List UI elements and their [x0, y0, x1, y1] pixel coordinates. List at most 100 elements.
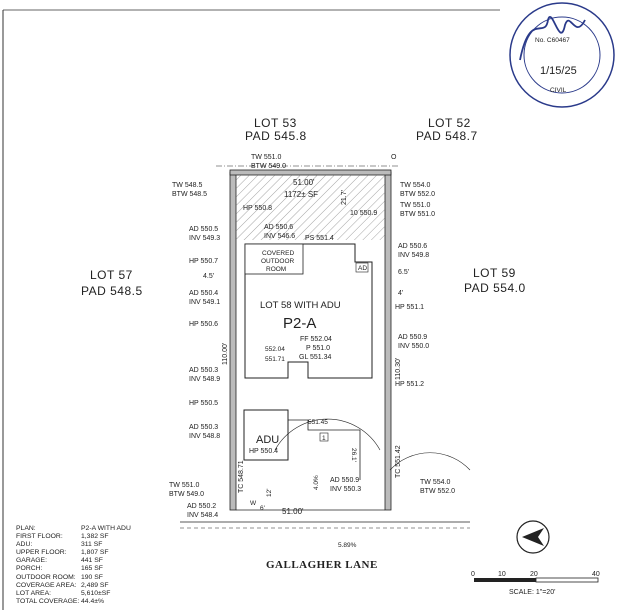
finish-floor: FF 552.04	[300, 336, 332, 343]
lot59-pad: PAD 554.0	[464, 281, 526, 295]
box-elev-label: 551.45	[308, 419, 328, 426]
adu-label: ADU	[256, 434, 279, 446]
svg-text:BTW 552.0: BTW 552.0	[420, 488, 455, 495]
engineer-stamp: No. C60467 CIVIL 1/15/25	[509, 2, 615, 108]
svg-text:AD 550.3: AD 550.3	[189, 367, 218, 374]
street-name: GALLAGHER LANE	[266, 559, 378, 571]
covered-label-3: ROOM	[266, 266, 286, 273]
svg-text:HP 551.1: HP 551.1	[395, 304, 424, 311]
rear-yard-depth: 21.7'	[341, 190, 348, 205]
covered-label-1: COVERED	[262, 250, 294, 257]
adu-hp: HP 550.4	[249, 448, 278, 455]
scale-40: 40	[592, 571, 600, 578]
setback-right: 6.5'	[398, 269, 409, 276]
lot59-name: LOT 59	[473, 266, 516, 280]
left-depth: 110.00'	[222, 343, 229, 365]
scale-label: SCALE: 1"=20'	[509, 589, 555, 596]
svg-text:AD 550.9: AD 550.9	[330, 477, 359, 484]
svg-text:INV 549.1: INV 549.1	[189, 299, 220, 306]
rear-yard-hp: HP 550.8	[243, 205, 272, 212]
summary-row: FIRST FLOOR:1,382 SF	[16, 533, 109, 541]
top-r550: 10 550.9	[350, 210, 377, 217]
svg-text:BTW 548.5: BTW 548.5	[172, 191, 207, 198]
summary-row: TOTAL COVERAGE:44.4±%	[16, 597, 105, 605]
summary-row: ADU:311 SF	[16, 541, 103, 549]
house-footprint: COVERED OUTDOOR ROOM AD LOT 58 WITH ADU …	[244, 243, 373, 379]
covered-label-2: OUTDOOR	[261, 258, 295, 265]
pad-elev: P 551.0	[306, 345, 330, 352]
garage-level: GL 551.34	[299, 354, 332, 361]
svg-text:INV 550.3: INV 550.3	[330, 486, 361, 493]
plan-code: P2-A	[283, 315, 316, 332]
front-w: W	[250, 500, 257, 507]
stamp-number: No. C60467	[535, 37, 570, 44]
top-inv-in: INV 546.6	[264, 233, 295, 240]
svg-text:TW 554.0: TW 554.0	[400, 182, 430, 189]
stamp-civil: CIVIL	[550, 87, 567, 94]
lot53-name: LOT 53	[254, 116, 297, 130]
front-width: 51.00'	[282, 507, 304, 516]
drive-length: 26.1'	[350, 448, 357, 462]
svg-text:AD 550.6: AD 550.6	[398, 243, 427, 250]
adu-building: ADU HP 550.4	[243, 409, 289, 461]
summary-row: PORCH:165 SF	[16, 565, 103, 573]
box-1-label: 1	[322, 435, 326, 442]
front-12: 12'	[266, 489, 273, 497]
svg-text:AD 550.4: AD 550.4	[189, 290, 218, 297]
summary-row: GARAGE:441 SF	[16, 557, 103, 565]
summary-row: PLAN:P2-A WITH ADU	[16, 525, 131, 532]
street: 5.89% GALLAGHER LANE	[180, 521, 470, 571]
rear-yard-area: 1172± SF	[284, 190, 318, 199]
svg-text:BTW 551.0: BTW 551.0	[400, 211, 435, 218]
scale-0: 0	[471, 571, 475, 578]
stamp-date: 1/15/25	[540, 65, 577, 77]
front-yard: 1 551.45 26.1' 4.0% 51.00' 12' 6' W	[236, 418, 471, 516]
rear-yard: 51.00' 1172± SF HP 550.8 21.7'	[236, 175, 385, 240]
summary-row: UPPER FLOOR:1,807 SF	[16, 549, 109, 557]
svg-text:HP 551.2: HP 551.2	[395, 381, 424, 388]
svg-text:TW 551.0: TW 551.0	[169, 482, 199, 489]
elev-small-2: 551.71	[265, 356, 285, 363]
front-6: 6'	[260, 505, 265, 512]
svg-text:HP 550.5: HP 550.5	[189, 400, 218, 407]
lot52-name: LOT 52	[428, 116, 471, 130]
right-callouts: TW 554.0 BTW 552.0 TW 551.0 BTW 551.0 AD…	[330, 182, 455, 495]
svg-text:HP 550.7: HP 550.7	[189, 258, 218, 265]
north-arrow-icon	[516, 520, 550, 554]
svg-text:INV 549.8: INV 549.8	[398, 252, 429, 259]
svg-text:INV 549.3: INV 549.3	[189, 235, 220, 242]
svg-text:TW 554.0: TW 554.0	[420, 479, 450, 486]
top-btw: BTW 549.0	[251, 163, 286, 170]
summary-row: LOT AREA:5,610±SF	[16, 589, 111, 597]
right-depth: 110.30'	[395, 358, 402, 380]
svg-text:INV 548.4: INV 548.4	[187, 512, 218, 519]
tc-left: TC 548.71	[238, 460, 245, 493]
setback-left: 4.5'	[203, 273, 214, 280]
setback-right-2: 4'	[398, 290, 403, 297]
street-slope: 5.89%	[338, 542, 357, 549]
svg-text:TW 548.5: TW 548.5	[172, 182, 202, 189]
top-ad-in: AD 550.6	[264, 224, 293, 231]
lot57-pad: PAD 548.5	[81, 284, 143, 298]
svg-text:HP 550.6: HP 550.6	[189, 321, 218, 328]
scale-10: 10	[498, 571, 506, 578]
lot-boundary	[216, 165, 400, 511]
top-o: O	[391, 154, 397, 161]
drive-slope: 4.0%	[313, 475, 320, 490]
ps-label: PS 551.4	[305, 235, 334, 242]
lot57-name: LOT 57	[90, 268, 133, 282]
svg-text:AD 550.5: AD 550.5	[189, 226, 218, 233]
svg-text:AD 550.9: AD 550.9	[398, 334, 427, 341]
lot53-pad: PAD 545.8	[245, 129, 307, 143]
scale-bar: 0 10 20 40 SCALE: 1"=20'	[471, 571, 600, 596]
rear-yard-width: 51.00'	[293, 178, 315, 187]
tc-right: TC 551.42	[395, 445, 402, 478]
covered-outdoor-room	[244, 243, 304, 275]
svg-text:BTW 552.0: BTW 552.0	[400, 191, 435, 198]
summary-row: COVERAGE AREA:2,489 SF	[16, 581, 109, 589]
summary-row: OUTDOOR ROOM:190 SF	[16, 573, 103, 581]
svg-text:INV 548.8: INV 548.8	[189, 433, 220, 440]
svg-text:AD 550.3: AD 550.3	[189, 424, 218, 431]
svg-text:AD 550.2: AD 550.2	[187, 503, 216, 510]
